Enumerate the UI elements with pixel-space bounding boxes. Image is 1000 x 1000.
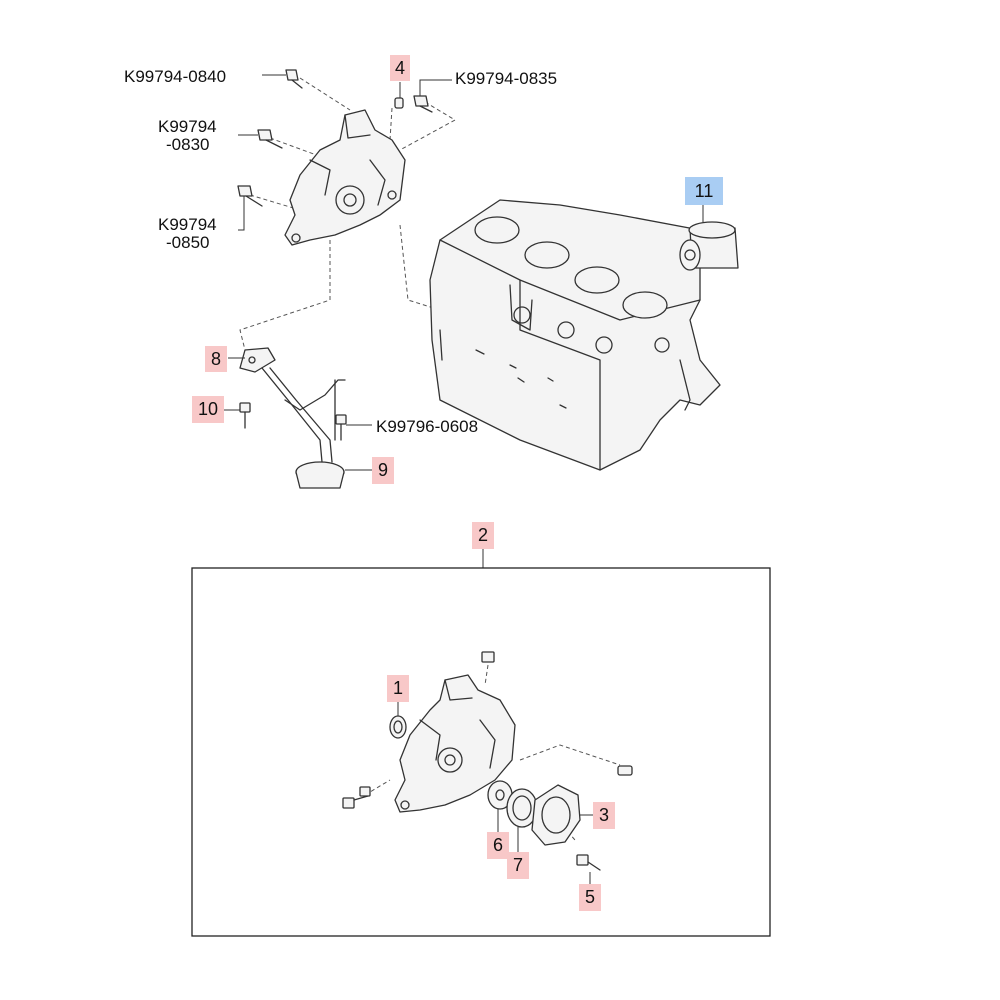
callout-9-label: 9 [378, 460, 388, 480]
relief-plug [481, 651, 495, 663]
oil-pump-housing-top [284, 109, 406, 246]
kit-bolts-left [342, 786, 371, 809]
oil-pump-housing-kit [394, 674, 516, 813]
part-number-k99794-0850-line2: -0850 [166, 233, 209, 252]
oil-filter [679, 205, 739, 271]
engine-block [429, 199, 721, 471]
bolt-0830 [238, 129, 283, 149]
kit-dowel-pin [617, 765, 633, 776]
part-number-k99794-0830-line1: K99794 [158, 117, 217, 136]
dowel-pin [394, 82, 404, 109]
callout-6-label: 6 [493, 835, 503, 855]
part-number-k99794-0850-line1: K99794 [158, 215, 217, 234]
pump-cover [531, 784, 593, 846]
callout-1-label: 1 [393, 678, 403, 698]
callout-8-label: 8 [211, 349, 221, 369]
callout-11[interactable]: 11 [685, 177, 723, 205]
callout-2-label: 2 [478, 525, 488, 545]
callout-3[interactable]: 3 [593, 802, 615, 829]
bolt-0840 [262, 69, 303, 89]
bolt-10 [224, 402, 251, 429]
callout-6[interactable]: 6 [487, 832, 509, 859]
part-number-k99794-0835: K99794-0835 [455, 69, 557, 88]
callout-11-label: 11 [695, 181, 714, 201]
callout-7[interactable]: 7 [507, 852, 529, 879]
oil-pump-kit-box [191, 567, 771, 937]
callout-5-label: 5 [585, 887, 595, 907]
oil-strainer [239, 347, 346, 489]
callout-9[interactable]: 9 [372, 457, 394, 484]
oil-seal [389, 702, 407, 739]
callout-7-label: 7 [513, 855, 523, 875]
bolt-0835 [413, 79, 452, 113]
callout-2[interactable]: 2 [472, 522, 494, 549]
callout-3-label: 3 [599, 805, 609, 825]
part-number-k99794-0840: K99794-0840 [124, 67, 226, 86]
callout-5[interactable]: 5 [579, 884, 601, 911]
callout-4[interactable]: 4 [390, 55, 410, 81]
part-number-k99796-0608: K99796-0608 [376, 417, 478, 436]
cover-screw [576, 854, 601, 884]
callout-10-label: 10 [198, 399, 218, 419]
part-number-k99794-0830-line2: -0830 [166, 135, 209, 154]
bolt-0608 [335, 414, 372, 441]
callout-4-label: 4 [395, 58, 405, 78]
callout-10[interactable]: 10 [192, 396, 224, 423]
callout-8[interactable]: 8 [205, 346, 227, 372]
bolt-0850 [237, 185, 263, 231]
callout-1[interactable]: 1 [387, 675, 409, 702]
